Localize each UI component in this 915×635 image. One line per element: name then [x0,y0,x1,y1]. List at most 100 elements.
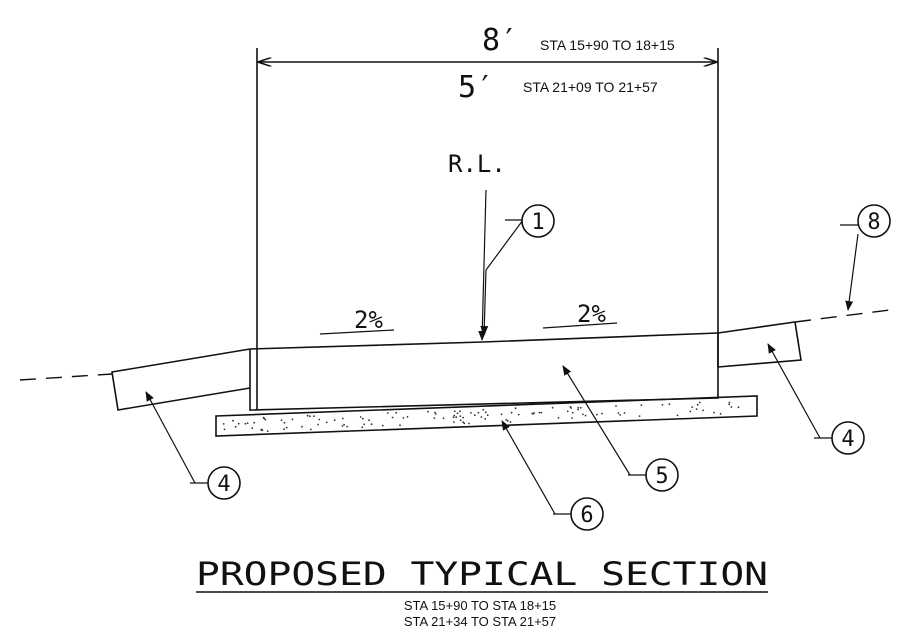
callout-8-leader [845,233,859,311]
stipple-dot [615,405,617,407]
stipple-dot [361,417,364,420]
stipple-dot [283,428,285,431]
stipple-dot [510,411,513,414]
stipple-dot [486,414,489,417]
stipple-dot [517,413,520,416]
stipple-dot [343,423,345,426]
stipple-dot [263,417,266,420]
callout-5: 5 [645,458,679,492]
left-shoulder [111,348,251,411]
stipple-dot [730,406,733,408]
base-course-slab [215,395,758,437]
callout-5-leader [562,365,631,476]
stipple-dot [453,414,456,417]
stipple-dot [232,419,234,422]
right-shoulder [717,321,802,368]
stipple-dot [406,416,409,418]
stipple-dot [468,422,470,425]
existing-ground-right [794,309,891,323]
stipple-dot [359,416,362,418]
stipple-dot [264,418,267,421]
stipple-dot [719,412,722,415]
stipple-dot [237,422,240,425]
stipple-dot [291,418,294,421]
stipple-dot [623,412,626,414]
stipple-dot [500,413,503,416]
stipple-dot [280,419,283,421]
stipple-dot [399,424,401,427]
reference-line-label: R.L. [448,150,506,178]
stipple-dot [244,422,247,425]
stipple-dot [459,415,462,417]
stipple-dot [381,424,384,427]
stipple-dot [728,403,730,406]
pavement-surface [249,332,719,350]
slope-left-label: 2% [354,306,383,334]
stipple-dot [617,412,620,414]
existing-ground-left [19,373,113,381]
stipple-dot [313,415,315,418]
callout-8: 8 [857,204,891,238]
stipple-dot [433,417,436,419]
stipple-dot [453,410,456,413]
stipple-dot [570,407,573,409]
stipple-dot [713,411,715,414]
stipple-dot [434,413,437,415]
stipple-dot [333,419,336,422]
stipple-dot [482,408,485,411]
svg-text:4: 4 [841,427,854,452]
stipple-dot [223,428,226,431]
stipple-dot [459,419,462,422]
stipple-dot [676,414,679,417]
slope-right-underline [542,322,618,329]
stipple-dot [363,423,365,426]
stipple-dot [386,412,389,414]
stipple-dot [702,409,704,412]
stipple-dot [696,403,699,406]
stipple-dot [462,416,465,419]
stipple-dot [306,414,309,417]
reference-line-pointer [478,189,487,341]
stipple-dot [361,426,364,428]
section-title: PROPOSED TYPICAL SECTION [196,555,768,593]
stipple-dot [341,417,344,420]
stipple-dot [341,425,344,427]
stipple-dot [453,421,455,423]
svg-text:1: 1 [531,210,544,235]
base-course-stipple [222,401,740,432]
stipple-dot [253,421,256,424]
stipple-dot [463,422,466,425]
station-range-1: STA 15+90 TO 18+15 [540,37,675,53]
callout-4-left-leader [145,391,196,484]
svg-text:4: 4 [217,472,230,497]
stipple-dot [601,412,603,415]
stipple-dot [246,422,249,424]
callout-4-left: 4 [207,466,241,500]
stipple-dot [584,414,587,417]
stipple-dot [455,416,458,419]
stipple-dot [538,411,541,414]
width-label-5ft: 5′ [458,70,494,105]
stipple-dot [456,412,459,415]
stipple-dot [579,406,582,409]
stipple-dot [728,401,731,404]
stipple-dot [668,403,671,406]
stipple-dot [325,421,328,424]
stipple-dot [571,417,573,419]
stipple-dot [346,425,349,428]
stipple-dot [222,423,225,425]
callout-6: 6 [570,497,604,531]
stipple-dot [661,404,664,406]
stipple-dot [571,411,574,414]
stipple-dot [317,423,319,426]
stipple-dot [566,410,569,413]
callout-1-tail [480,269,489,336]
station-line-2: STA 21+34 TO STA 21+57 [404,614,556,629]
stipple-dot [506,420,509,422]
stipple-dot [737,406,740,409]
stipple-dot [689,410,692,413]
callout-6-leader [501,420,556,515]
stipple-dot [477,411,480,414]
stipple-dot [260,428,262,431]
stipple-dot [309,415,311,418]
